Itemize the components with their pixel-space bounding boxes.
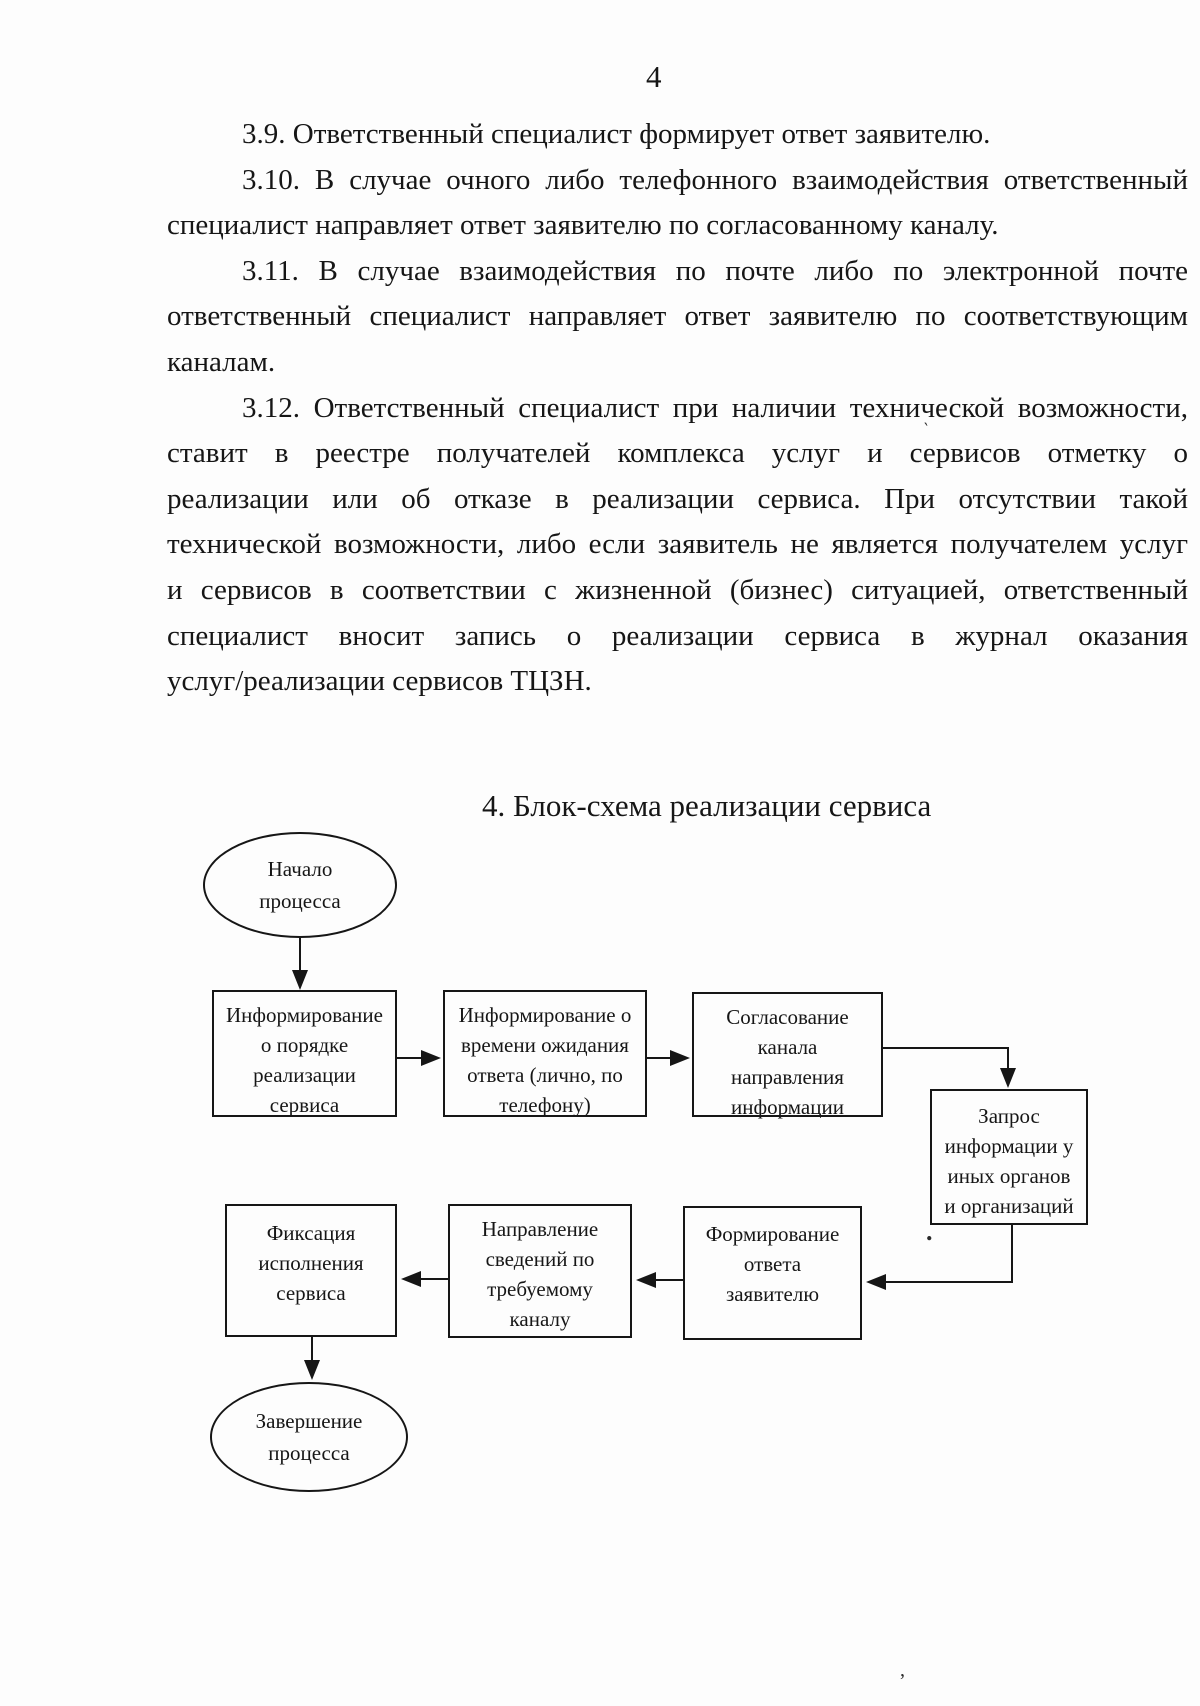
flow-node-send-info: Направление сведений по требуемому каналу: [448, 1204, 632, 1338]
node-text-line: Начало: [267, 857, 333, 881]
flow-arrow-inform-order-to-inform-wait: [397, 1050, 441, 1066]
node-text-line: заявителю: [725, 1282, 820, 1306]
scan-artifact: .: [926, 1217, 933, 1246]
text-line: каналам.: [167, 345, 276, 378]
page-number: 4: [646, 59, 662, 94]
flow-node-start: Начало процесса: [203, 832, 397, 938]
node-text-line: информации у: [944, 1134, 1074, 1158]
text-line: технической возможности, либо если заяви…: [167, 528, 1188, 561]
node-text-line: исполнения: [258, 1251, 364, 1275]
node-text-line: и организаций: [944, 1194, 1074, 1218]
node-text-line: Запрос: [978, 1104, 1040, 1128]
flow-arrow-fix-execution-to-end: [304, 1337, 320, 1380]
node-text-line: процесса: [259, 889, 341, 913]
node-text-line: времени ожидания: [461, 1033, 629, 1057]
text-line: ответственный специалист направляет отве…: [167, 300, 1188, 333]
scan-artifact: ‵: [924, 420, 928, 439]
node-text-line: требуемому: [487, 1277, 593, 1301]
node-text-line: канала: [757, 1035, 818, 1059]
node-text-line: сведений по: [485, 1247, 595, 1271]
section-title: 4. Блок-схема реализации сервиса: [482, 788, 932, 823]
node-text-line: сервиса: [276, 1281, 346, 1305]
flow-node-inform-order: Информирование о порядке реализации сервиса: [212, 990, 397, 1117]
node-text-line: реализации: [253, 1063, 356, 1087]
node-text-line: о порядке: [260, 1033, 349, 1057]
text-line: ставит в реестре получателей комплекса у…: [167, 437, 1188, 470]
flow-arrow-form-answer-to-send-info: [636, 1272, 683, 1288]
text-line: 3.9. Ответственный специалист формирует …: [242, 118, 991, 150]
node-text-line: Информирование: [226, 1003, 383, 1027]
flow-node-request-info: Запрос информации у иных органов и организа…: [930, 1089, 1088, 1225]
node-text-line: Завершение: [255, 1409, 363, 1433]
text-line: 3.12. Ответственный специалист при налич…: [242, 391, 1188, 424]
text-line: 3.11. В случае взаимодействия по почте л…: [242, 254, 1188, 287]
scan-artifact: ,: [900, 1659, 905, 1681]
flow-node-form-answer: Формирование ответа заявителю: [683, 1206, 862, 1340]
flow-node-end: Завершение процесса: [210, 1382, 408, 1492]
node-text-line: информации: [731, 1095, 844, 1119]
text-line: реализации или об отказе в реализации се…: [167, 482, 1188, 515]
node-text-line: направления: [731, 1065, 844, 1089]
node-text-line: сервиса: [269, 1093, 340, 1117]
node-text-line: телефону): [499, 1093, 591, 1117]
flow-arrow-inform-wait-to-agree-channel: [647, 1050, 690, 1066]
flow-arrow-agree-channel-to-request-info: [883, 1047, 1016, 1088]
flow-node-agree-channel: Согласование канала направления информации: [692, 992, 883, 1119]
text-line: специалист вносит запись о реализации се…: [167, 619, 1188, 652]
flow-arrow-request-info-to-form-answer: [866, 1225, 1013, 1290]
paragraph: 3.11. В случае взаимодействия по почте л…: [167, 249, 1188, 386]
node-text-line: Направление: [481, 1217, 599, 1241]
node-text-line: Фиксация: [266, 1221, 356, 1245]
node-text-line: Информирование о: [458, 1003, 632, 1027]
flow-arrow-send-info-to-fix-execution: [401, 1271, 448, 1287]
body-text: 3.9. Ответственный специалист формирует …: [167, 112, 1188, 705]
text-line: услуг/реализации сервисов ТЦЗН.: [167, 665, 592, 698]
paragraph: 3.9. Ответственный специалист формирует …: [167, 112, 1188, 158]
node-text-line: ответа: [743, 1252, 802, 1276]
flow-node-inform-wait: Информирование о времени ожидания ответа (…: [443, 990, 647, 1117]
flow-arrow-start-to-inform-order: [292, 938, 308, 990]
paragraph: 3.12. Ответственный специалист при налич…: [167, 386, 1188, 705]
node-text-line: каналу: [509, 1307, 571, 1331]
node-text-line: Формирование: [705, 1222, 840, 1246]
text-line: специалист направляет ответ заявителю по…: [167, 209, 999, 242]
flow-node-fix-execution: Фиксация исполнения сервиса: [225, 1204, 397, 1337]
node-text-line: Согласование: [726, 1005, 849, 1029]
text-line: и сервисов в соответствии с жизненной (б…: [167, 573, 1188, 606]
node-text-line: ответа (лично, по: [467, 1063, 623, 1087]
node-text-line: иных органов: [947, 1164, 1071, 1188]
text-line: 3.10. В случае очного либо телефонного в…: [242, 163, 1188, 196]
paragraph: 3.10. В случае очного либо телефонного в…: [167, 158, 1188, 249]
node-text-line: процесса: [268, 1441, 350, 1465]
